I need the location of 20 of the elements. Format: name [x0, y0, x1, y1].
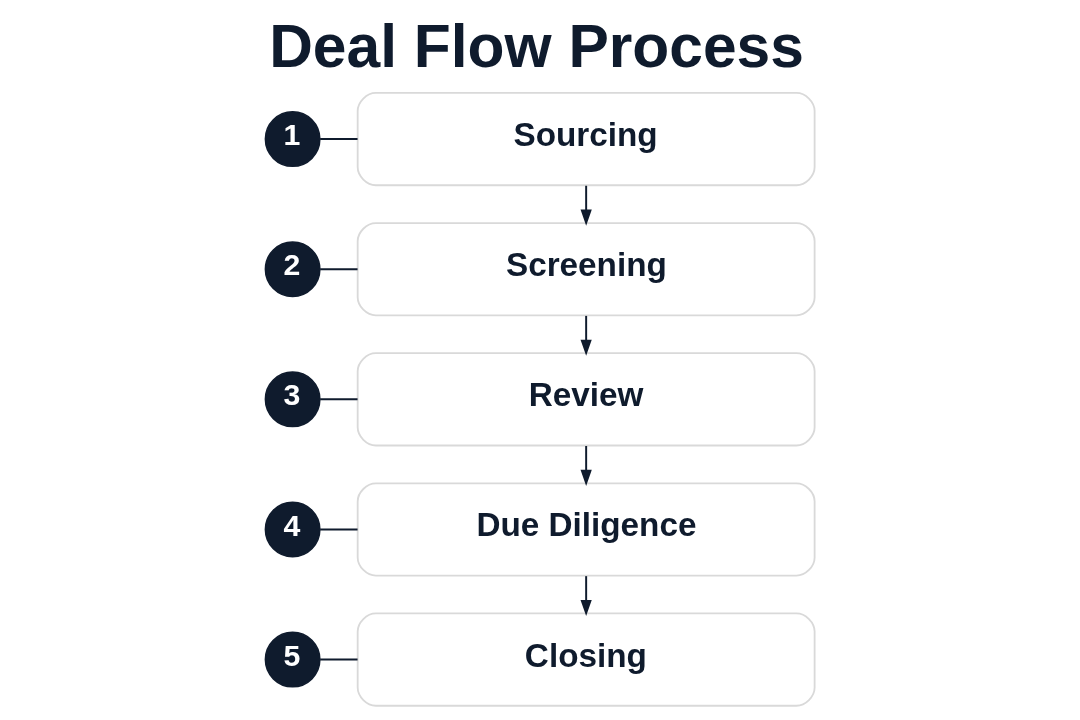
node-box: Screening [356, 222, 816, 317]
node-circle: 1 [264, 111, 321, 168]
arrow [580, 575, 592, 617]
connector [319, 658, 359, 661]
connector [319, 398, 359, 401]
node-circle: 5 [264, 631, 321, 688]
arrow [580, 445, 592, 486]
connector [319, 138, 359, 141]
node-box: Sourcing [356, 92, 816, 187]
arrow [580, 314, 592, 356]
diagram-title: Deal Flow Process [269, 12, 804, 81]
node-circle: 3 [264, 371, 321, 428]
connector [319, 528, 359, 531]
node-box: Review [356, 352, 816, 447]
node-circle: 4 [264, 501, 321, 558]
node-circle: 2 [264, 241, 321, 298]
node-box: Closing [356, 612, 816, 707]
node-box: Due Diligence [356, 482, 816, 577]
connector [319, 268, 359, 271]
arrow [580, 184, 592, 226]
